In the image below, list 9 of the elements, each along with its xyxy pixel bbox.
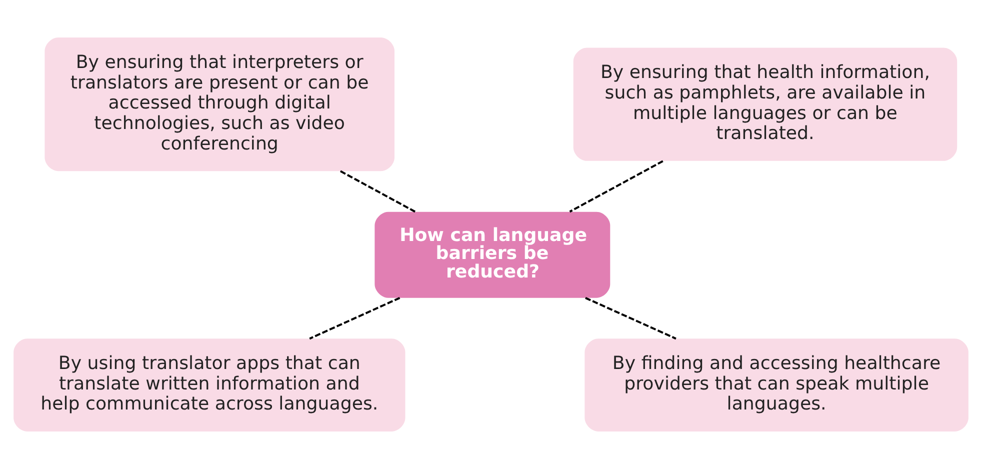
- connector: [584, 296, 676, 340]
- node-box: By ensuring that health information, such as pamphlets, are available in multiple languages or can be translated.: [572, 47, 957, 160]
- node-box: How can language barriers be reduced?: [374, 211, 610, 298]
- connector: [339, 170, 416, 212]
- node-box: By using translator apps that can translate written information and help communicate across languages.: [13, 338, 405, 431]
- connector: [568, 160, 663, 212]
- connector: [308, 296, 400, 340]
- node-box: By finding and accessing healthcare providers that can speak multiple languages.: [584, 338, 968, 431]
- node-box: By ensuring that interpreters or translators are present or can be accessed through digital technologies, such as video conferencing: [44, 37, 394, 171]
